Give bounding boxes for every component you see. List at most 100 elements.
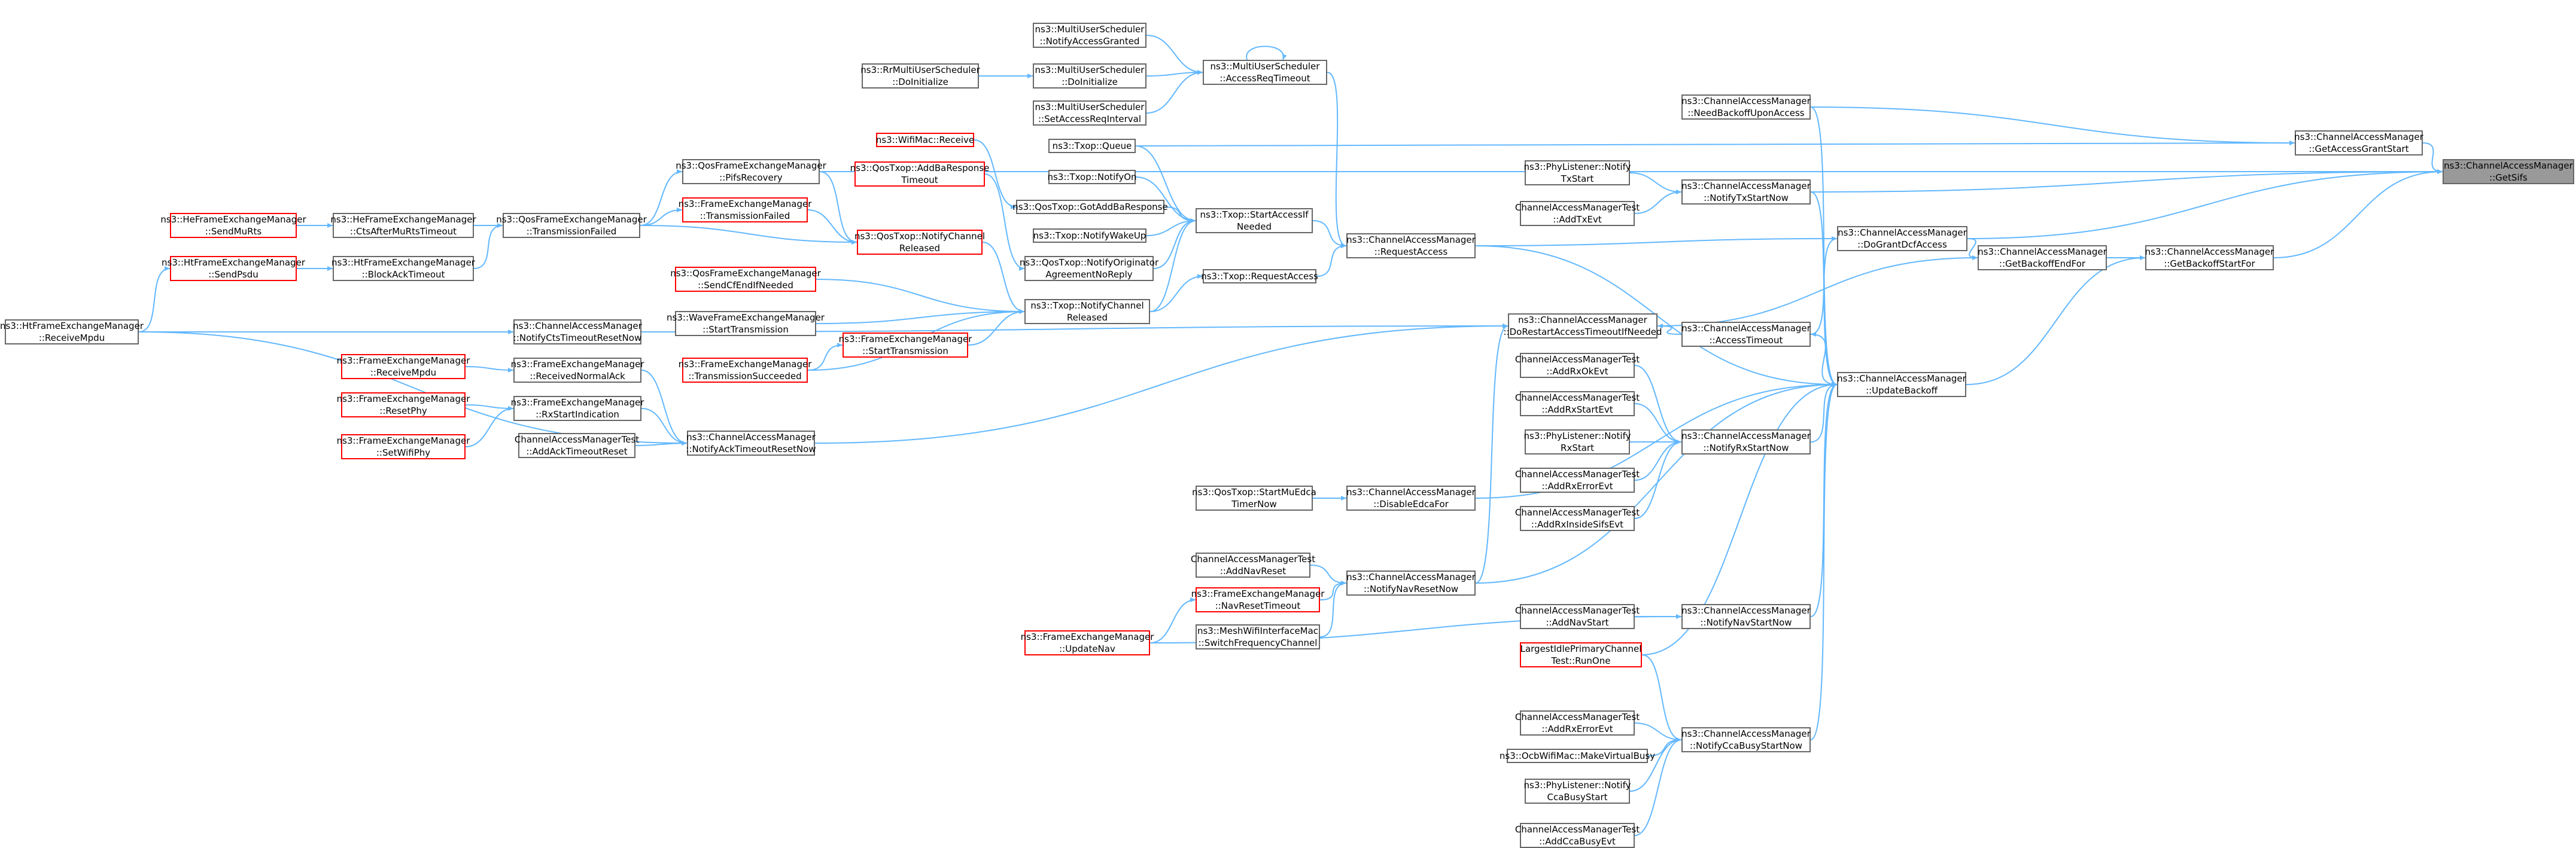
node-mu-access-req-timeout[interactable]: ns3::MultiUserScheduler::AccessReqTimeou… xyxy=(1203,60,1327,85)
node-notify-nav-start-now[interactable]: ns3::ChannelAccessManager::NotifyNavStar… xyxy=(1681,604,1811,629)
node-mu-notify-access-granted[interactable]: ns3::MultiUserScheduler::NotifyAccessGra… xyxy=(1033,23,1146,48)
node-label-line: ns3::OcbWifiMac::MakeVirtualBusy xyxy=(1499,751,1656,761)
node-txop-notify-on[interactable]: ns3::Txop::NotifyOn xyxy=(1047,170,1137,184)
node-add-rx-error-evt[interactable]: ChannelAccessManagerTest::AddRxErrorEvt xyxy=(1515,468,1640,493)
edge-30 xyxy=(1641,654,1682,742)
node-label-line: RxStart xyxy=(1561,443,1594,453)
edge-49 xyxy=(1146,70,1203,114)
node-add-nav-start[interactable]: ChannelAccessManagerTest::AddNavStart xyxy=(1515,604,1640,629)
node-label-line: ns3::QosTxop::AddBaResponse xyxy=(850,163,990,173)
node-update-nav[interactable]: ns3::FrameExchangeManager::UpdateNav xyxy=(1021,630,1154,655)
node-label-line: ns3::Txop::NotifyWakeUp xyxy=(1033,230,1146,241)
node-disable-edca-for[interactable]: ns3::ChannelAccessManager::DisableEdcaFo… xyxy=(1346,486,1476,511)
node-mu-set-access-req-interval[interactable]: ns3::MultiUserScheduler::SetAccessReqInt… xyxy=(1033,100,1146,126)
node-fem-transmission-succeeded[interactable]: ns3::FrameExchangeManager::TransmissionS… xyxy=(679,358,811,383)
node-label-line: ChannelAccessManagerTest xyxy=(1514,605,1640,616)
node-get-sifs[interactable]: ns3::ChannelAccessManager::GetSifs xyxy=(2443,159,2574,184)
node-wave-start-transmission[interactable]: ns3::WaveFrameExchangeManager::StartTran… xyxy=(667,311,825,336)
node-fem-reset-phy[interactable]: ns3::FrameExchangeManager::ResetPhy xyxy=(337,392,470,417)
node-get-backoff-end-for[interactable]: ns3::ChannelAccessManager::GetBackoffEnd… xyxy=(1978,245,2107,270)
node-label-line: ns3::QosTxop::NotifyChannel xyxy=(854,231,986,242)
node-add-rx-inside-sifs-evt[interactable]: ChannelAccessManagerTest::AddRxInsideSif… xyxy=(1515,506,1640,531)
node-label-line: ns3::FrameExchangeManager xyxy=(678,359,812,370)
node-rr-do-initialize[interactable]: ns3::RrMultiUserScheduler::DoInitialize xyxy=(860,63,980,89)
node-he-cts-after-mu-rts[interactable]: ns3::HeFrameExchangeManager::CtsAfterMuR… xyxy=(330,213,476,238)
node-switch-freq[interactable]: ns3::MeshWifiInterfaceMac::SwitchFrequen… xyxy=(1196,624,1320,649)
node-label-line: ::StartTransmission xyxy=(702,324,789,335)
node-label-line: ns3::MultiUserScheduler xyxy=(1035,24,1145,35)
node-label-line: ChannelAccessManagerTest xyxy=(1514,469,1640,480)
node-add-nav-reset[interactable]: ChannelAccessManagerTest::AddNavReset xyxy=(1191,553,1315,578)
node-mu-do-initialize[interactable]: ns3::MultiUserScheduler::DoInitialize xyxy=(1033,63,1146,89)
node-fem-start-transmission[interactable]: ns3::FrameExchangeManager::StartTransmis… xyxy=(839,333,972,358)
node-do-grant-dcf-access[interactable]: ns3::ChannelAccessManager::DoGrantDcfAcc… xyxy=(1837,226,1967,251)
edge-2 xyxy=(1967,169,2443,239)
edge-6 xyxy=(1967,238,1978,260)
node-add-tx-evt[interactable]: ChannelAccessManagerTest::AddTxEvt xyxy=(1515,201,1640,226)
node-get-backoff-start-for[interactable]: ns3::ChannelAccessManager::GetBackoffSta… xyxy=(2145,245,2274,270)
node-fem-set-wifi-phy[interactable]: ns3::FrameExchangeManager::SetWifiPhy xyxy=(337,434,470,459)
node-add-rx-ok-evt[interactable]: ChannelAccessManagerTest::AddRxOkEvt xyxy=(1515,353,1640,378)
node-txop-request-access[interactable]: ns3::Txop::RequestAccess xyxy=(1201,269,1318,283)
node-do-restart-access[interactable]: ns3::ChannelAccessManager::DoRestartAcce… xyxy=(1503,313,1662,338)
node-fem-rx-start-indication[interactable]: ns3::FrameExchangeManager::RxStartIndica… xyxy=(510,396,644,421)
node-label-line: ::GetAccessGrantStart xyxy=(2309,144,2409,154)
node-qfem-pifs-recovery[interactable]: ns3::QosFrameExchangeManager::PifsRecove… xyxy=(676,159,826,184)
node-fem-transmission-failed[interactable]: ns3::FrameExchangeManager::TransmissionF… xyxy=(679,197,811,222)
node-label-line: ns3::ChannelAccessManager xyxy=(2145,246,2274,257)
node-ht-receive-mpdu[interactable]: ns3::HtFrameExchangeManager::ReceiveMpdu xyxy=(0,319,144,344)
node-he-send-mu-rts[interactable]: ns3::HeFrameExchangeManager::SendMuRts xyxy=(160,213,306,238)
node-nav-reset-timeout[interactable]: ns3::FrameExchangeManager::NavResetTimeo… xyxy=(1191,587,1324,612)
edge-53 xyxy=(1164,206,1196,223)
node-label-line: ::NotifyNavResetNow xyxy=(1363,584,1459,594)
node-need-backoff-upon-access[interactable]: ns3::ChannelAccessManager::NeedBackoffUp… xyxy=(1681,94,1811,120)
edge-46 xyxy=(1657,324,1682,335)
node-label-line: ::SendCfEndIfNeeded xyxy=(698,280,793,291)
node-ht-send-psdu[interactable]: ns3::HtFrameExchangeManager::SendPsdu xyxy=(162,256,305,281)
node-notify-tx-start-now[interactable]: ns3::ChannelAccessManager::NotifyTxStart… xyxy=(1681,179,1811,205)
edge-9 xyxy=(1475,236,1838,246)
node-update-backoff[interactable]: ns3::ChannelAccessManager::UpdateBackoff xyxy=(1837,372,1966,397)
node-notify-nav-reset-now[interactable]: ns3::ChannelAccessManager::NotifyNavRese… xyxy=(1346,571,1476,596)
node-got-add-ba-response[interactable]: ns3::QosTxop::GotAddBaResponse xyxy=(1012,200,1168,214)
node-add-rx-start-evt[interactable]: ChannelAccessManagerTest::AddRxStartEvt xyxy=(1515,391,1640,416)
edge-45 xyxy=(1475,324,1509,584)
node-txop-queue[interactable]: ns3::Txop::Queue xyxy=(1048,139,1136,153)
node-add-ack-timeout-reset[interactable]: ChannelAccessManagerTest::AddAckTimeoutR… xyxy=(515,433,639,458)
node-ht-block-ack-timeout[interactable]: ns3::HtFrameExchangeManager::BlockAckTim… xyxy=(331,256,475,281)
node-fem-receive-mpdu[interactable]: ns3::FrameExchangeManager::ReceiveMpdu xyxy=(337,354,470,379)
node-notify-rx-start-now[interactable]: ns3::ChannelAccessManager::NotifyRxStart… xyxy=(1681,429,1811,454)
node-notify-ack-timeout-reset-now[interactable]: ns3::ChannelAccessManager::NotifyAckTime… xyxy=(686,431,816,456)
node-add-rx-error-evt2[interactable]: ChannelAccessManagerTest::AddRxErrorEvt xyxy=(1515,710,1640,736)
node-notify-cts-timeout-reset-now[interactable]: ns3::ChannelAccessManager::NotifyCtsTime… xyxy=(513,319,642,344)
node-qfem-send-cf-end[interactable]: ns3::QosFrameExchangeManager::SendCfEndI… xyxy=(670,267,821,292)
node-wifi-mac-receive[interactable]: ns3::WifiMac::Receive xyxy=(876,133,974,147)
node-label-line: ::CtsAfterMuRtsTimeout xyxy=(349,226,457,237)
node-add-cca-busy-evt[interactable]: ChannelAccessManagerTest::AddCcaBusyEvt xyxy=(1515,823,1640,848)
node-label-line: ns3::FrameExchangeManager xyxy=(510,397,644,408)
node-request-access[interactable]: ns3::ChannelAccessManager::RequestAccess xyxy=(1346,233,1476,258)
node-label-line: ::AddTxEvt xyxy=(1553,214,1602,225)
edge-26 xyxy=(1634,440,1682,481)
node-fem-received-normal-ack[interactable]: ns3::FrameExchangeManager::ReceivedNorma… xyxy=(511,358,644,383)
node-qfem-transmission-failed[interactable]: ns3::QosFrameExchangeManager::Transmissi… xyxy=(496,213,647,238)
node-make-virtual-busy[interactable]: ns3::OcbWifiMac::MakeVirtualBusy xyxy=(1500,749,1655,763)
node-label-line: ns3::Txop::NotifyOn xyxy=(1047,172,1137,182)
node-access-timeout[interactable]: ns3::ChannelAccessManager::AccessTimeout xyxy=(1681,322,1811,347)
node-label-line: ns3::Txop::NotifyChannel xyxy=(1030,300,1144,311)
node-txop-notify-wake-up[interactable]: ns3::Txop::NotifyWakeUp xyxy=(1033,228,1146,243)
node-label-line: ::NotifyCtsTimeoutResetNow xyxy=(513,333,642,343)
node-get-access-grant-start[interactable]: ns3::ChannelAccessManager::GetAccessGran… xyxy=(2294,130,2423,155)
node-label-line: ns3::MeshWifiInterfaceMac xyxy=(1197,626,1319,636)
node-notify-cca-busy-start-now[interactable]: ns3::ChannelAccessManager::NotifyCcaBusy… xyxy=(1681,727,1811,752)
